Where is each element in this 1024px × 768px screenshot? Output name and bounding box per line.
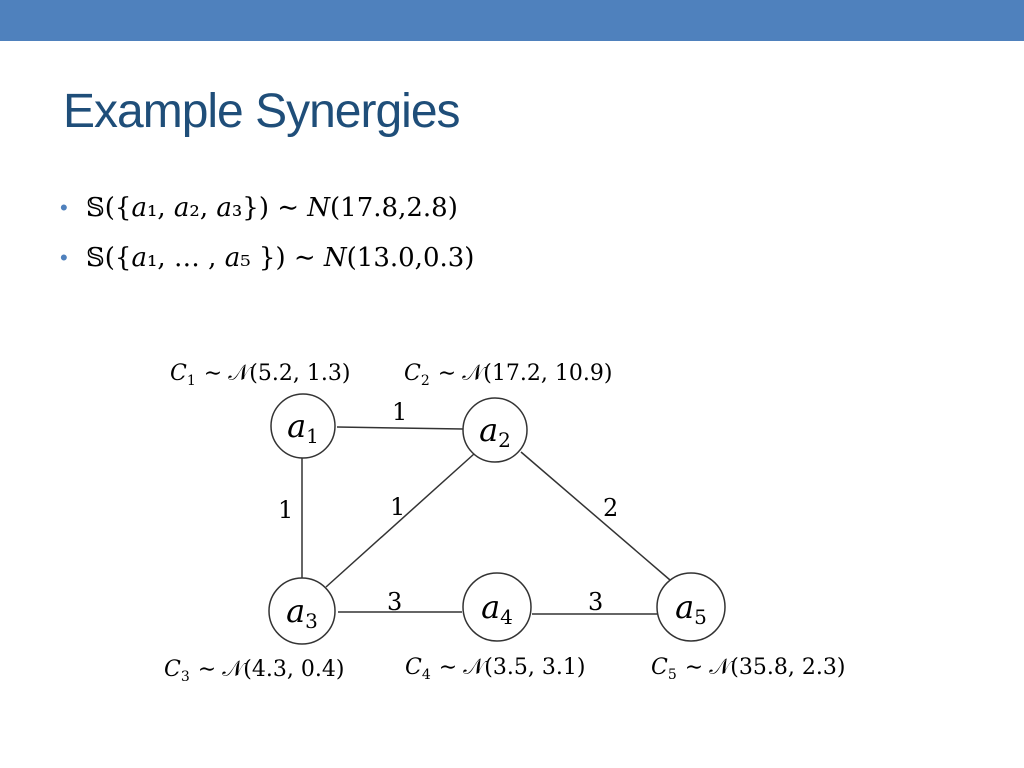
bullet-item-1: • 𝕊({𝑎₁, 𝑎₂, 𝑎₃}) ∼ 𝑁(17.8,2.8)	[60, 190, 474, 240]
node-a1-subscript: 1	[306, 424, 319, 448]
edge-a2-a5	[520, 451, 671, 581]
node-a3: a3	[268, 577, 336, 645]
cost-label-a2: C2∼𝒩(17.2, 10.9)	[404, 361, 612, 389]
cost-label-a5: C5∼𝒩(35.8, 2.3)	[651, 655, 845, 683]
node-a3-label: a	[286, 592, 305, 630]
node-a2: a2	[462, 397, 528, 463]
bullet-list: • 𝕊({𝑎₁, 𝑎₂, 𝑎₃}) ∼ 𝑁(17.8,2.8) • 𝕊({𝑎₁,…	[60, 190, 474, 290]
edge-weight-a2-a3: 1	[390, 493, 405, 521]
node-a2-label: a	[479, 411, 498, 449]
bullet-item-2: • 𝕊({𝑎₁, … , 𝑎₅ }) ∼ 𝑁(13.0,0.3)	[60, 240, 474, 290]
bullet-text-2: 𝕊({𝑎₁, … , 𝑎₅ }) ∼ 𝑁(13.0,0.3)	[86, 243, 475, 273]
node-a1-label: a	[287, 407, 306, 445]
svg-text:a1: a1	[287, 407, 319, 448]
svg-text:a3: a3	[286, 592, 318, 633]
cost-label-a4: C4∼𝒩(3.5, 3.1)	[405, 655, 585, 683]
bullet-text-1: 𝕊({𝑎₁, 𝑎₂, 𝑎₃}) ∼ 𝑁(17.8,2.8)	[86, 193, 458, 223]
node-a5-subscript: 5	[694, 605, 707, 629]
slide-title: Example Synergies	[63, 85, 461, 138]
edge-weight-a3-a4: 3	[387, 588, 402, 616]
edge-a1-a2	[336, 426, 464, 430]
node-a4: a4	[462, 572, 532, 642]
edge-weight-a1-a3: 1	[278, 496, 293, 524]
top-accent-bar	[0, 0, 1024, 41]
cost-label-a1: C1∼𝒩(5.2, 1.3)	[170, 361, 350, 389]
node-a1: a1	[270, 393, 336, 459]
node-a5: a5	[656, 572, 726, 642]
node-a4-label: a	[481, 588, 500, 626]
edge-weight-a2-a5: 2	[603, 494, 618, 522]
bullet-dot-icon: •	[60, 245, 68, 270]
svg-text:a4: a4	[481, 588, 513, 629]
node-a2-subscript: 2	[498, 428, 511, 452]
svg-text:a5: a5	[675, 588, 707, 629]
edge-weight-a1-a2: 1	[392, 398, 407, 426]
node-a4-subscript: 4	[500, 605, 513, 629]
node-a5-label: a	[675, 588, 694, 626]
node-a3-subscript: 3	[305, 609, 318, 633]
edge-a2-a3	[325, 453, 475, 588]
cost-label-a3: C3∼𝒩(4.3, 0.4)	[164, 657, 344, 685]
bullet-dot-icon: •	[60, 195, 68, 220]
edge-weight-a4-a5: 3	[588, 588, 603, 616]
svg-text:a2: a2	[479, 411, 511, 452]
